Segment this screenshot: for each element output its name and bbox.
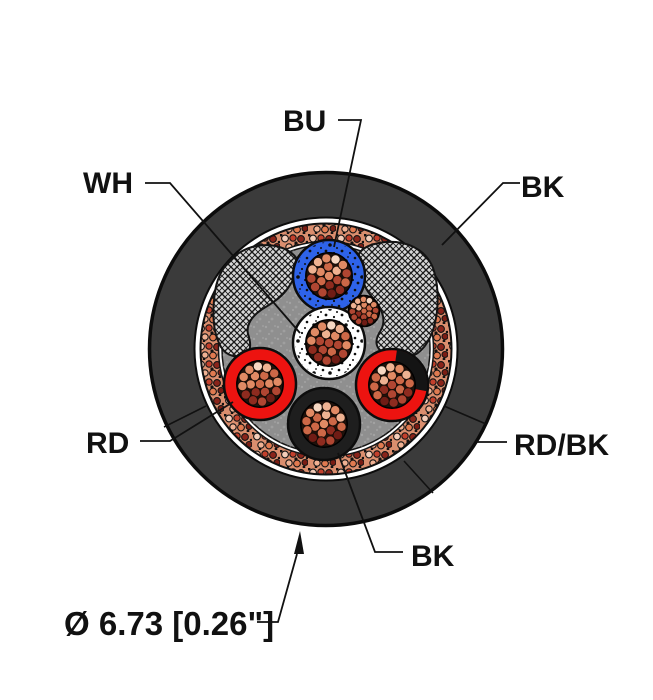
copper-strand: [312, 256, 324, 268]
conductor-wh: [291, 305, 367, 381]
jacket-section-lines: [163, 405, 487, 494]
leader-rd: [140, 401, 234, 442]
copper-strand: [330, 354, 341, 365]
conductor-bk: [286, 386, 362, 462]
copper-strand: [244, 364, 255, 375]
copper-strand: [372, 390, 383, 401]
copper-strand: [307, 432, 318, 443]
label-rd-bk: RD/BK: [514, 429, 609, 462]
copper-strand: [350, 313, 359, 322]
copper-strand: [334, 323, 345, 335]
leader-wh: [145, 182, 301, 334]
copper-strand: [269, 368, 280, 379]
copper-strand: [237, 380, 248, 392]
copper-strand: [340, 277, 351, 288]
cable-body: [147, 170, 505, 528]
copper-strand: [334, 284, 346, 296]
copper-strand: [394, 363, 405, 375]
copper-strand: [404, 378, 415, 389]
copper-strand: [261, 362, 273, 373]
copper-strand: [238, 371, 249, 383]
copper-strand: [317, 321, 328, 332]
copper-strand: [402, 387, 414, 398]
copper-strand: [370, 372, 382, 383]
conductor-rdbk: [354, 347, 430, 423]
copper-strand: [397, 394, 408, 405]
copper-strand: [313, 351, 324, 363]
copper-strand: [369, 381, 380, 392]
leader-lines: [140, 119, 520, 623]
label-bk-jacket: BK: [521, 171, 565, 204]
copper-strand: [317, 287, 328, 298]
copper-strand: [337, 259, 349, 271]
conductor-bundle: [222, 238, 430, 462]
label-bu: BU: [283, 105, 326, 138]
copper-strand: [332, 430, 343, 441]
label-bk-conductor: BK: [411, 540, 455, 573]
copper-strand: [336, 421, 347, 432]
copper-strand: [326, 288, 337, 299]
copper-strand: [401, 369, 412, 380]
label-rd: RD: [86, 427, 129, 460]
label-diameter: Ø 6.73 [0.26"]: [64, 605, 274, 642]
copper-strand: [335, 412, 346, 423]
copper-strand: [341, 340, 352, 351]
copper-strand: [379, 395, 390, 407]
copper-strand: [388, 397, 399, 408]
copper-strand: [330, 405, 341, 416]
copper-strand: [306, 273, 317, 284]
copper-strand: [312, 402, 323, 413]
copper-strand: [272, 376, 283, 388]
conductor-rd: [222, 346, 298, 422]
copper-strand: [307, 264, 318, 275]
copper-strand: [321, 401, 332, 412]
labels: BU WH BK RD RD/BK BK Ø 6.73 [0.26"]: [64, 105, 609, 642]
copper-strand: [340, 331, 351, 342]
drain-wire: [347, 294, 381, 328]
copper-strand: [302, 425, 313, 436]
copper-strand: [271, 385, 282, 397]
diameter-leader: [257, 531, 304, 623]
copper-strand: [326, 320, 337, 331]
copper-strand: [307, 344, 318, 355]
copper-strand: [341, 268, 352, 279]
copper-strand: [332, 339, 344, 351]
arrowhead-icon: [294, 531, 304, 554]
copper-strand: [385, 362, 396, 373]
copper-strand: [256, 396, 268, 407]
copper-strand: [321, 355, 332, 366]
label-wh: WH: [83, 167, 133, 200]
copper-strand: [247, 395, 259, 406]
copper-strand: [309, 327, 321, 338]
copper-strand: [306, 335, 317, 346]
leader-bk-jacket: [441, 182, 520, 246]
leader-bu: [333, 119, 363, 248]
copper-strand: [321, 253, 332, 264]
copper-strand: [252, 361, 264, 372]
copper-strand: [316, 436, 327, 447]
copper-strand: [309, 281, 321, 293]
copper-strand: [325, 435, 336, 446]
copper-strand: [337, 348, 349, 359]
copper-strand: [330, 254, 341, 265]
copper-strand: [305, 407, 316, 418]
conductor-bu: [291, 238, 367, 314]
copper-strand: [265, 393, 276, 404]
leader-bk-conductor: [337, 452, 403, 553]
